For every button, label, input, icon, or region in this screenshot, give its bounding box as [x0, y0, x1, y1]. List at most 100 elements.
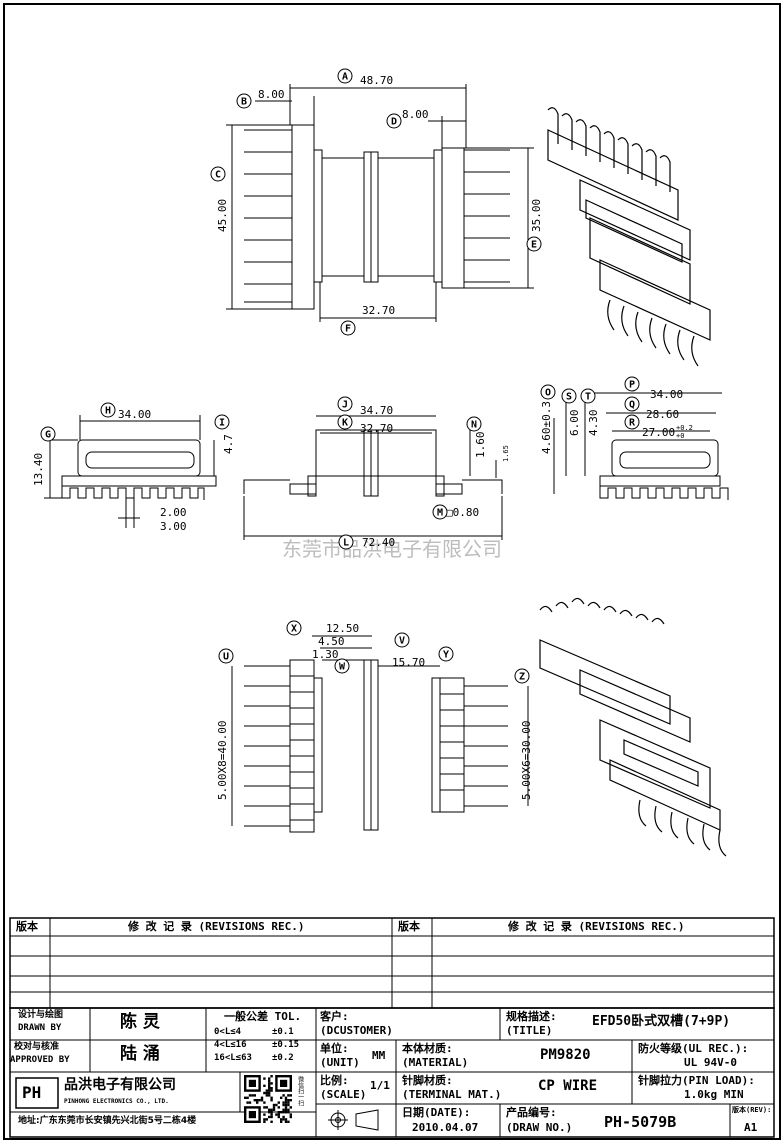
dim-L: 72.40 [362, 536, 395, 549]
callout-H: H [100, 402, 116, 418]
callout-K: K [337, 414, 353, 430]
front-view [243, 415, 555, 540]
unit-label: 单位: [320, 1042, 349, 1055]
dim-B: 8.00 [258, 88, 285, 101]
draw-no-label: 产品编号: [506, 1106, 557, 1119]
dim-P: 34.00 [650, 388, 683, 401]
svg-text:A: A [342, 72, 348, 83]
rev-label: 版本(REV): [732, 1106, 772, 1114]
svg-text:B: B [241, 97, 247, 108]
bottom-view [231, 635, 529, 833]
dim-S: 6.00 [568, 410, 581, 437]
projection-symbol-icon [328, 1109, 379, 1131]
qr-code-icon [244, 1075, 292, 1123]
dim-K: 32.70 [360, 422, 393, 435]
svg-text:F: F [345, 324, 351, 335]
side-view [44, 415, 217, 528]
top-view-pins-right [464, 149, 510, 283]
callout-F: F [340, 320, 356, 336]
company-logo: PH [15, 1077, 59, 1109]
callout-D: D [386, 113, 402, 129]
dim-J: 34.70 [360, 404, 393, 417]
terminal-label-en: (TERMINAL MAT.) [402, 1088, 502, 1101]
terminal-value: CP WIRE [538, 1078, 598, 1094]
svg-text:Y: Y [443, 650, 449, 661]
company-name-en: PINHONG ELECTRONICS CO., LTD. [64, 1098, 169, 1105]
callout-V: V [394, 632, 410, 648]
rev-header-1: 版本 [16, 920, 38, 933]
callout-B: B [236, 93, 252, 109]
tol-value-2: ±0.15 [272, 1040, 300, 1050]
dimension-labels: 48.70 8.00 8.00 45.00 35.00 32.70 34.00 … [32, 74, 693, 800]
svg-text:M: M [437, 508, 443, 519]
approved-by-label-cn: 校对与核准 [14, 1042, 60, 1052]
svg-text:Z: Z [519, 672, 525, 683]
dim-I: 4.7 [222, 434, 235, 454]
callout-L: L [338, 534, 354, 550]
qr-caption: 微信扫一扫 [296, 1076, 304, 1106]
tol-value-3: ±0.2 [272, 1053, 294, 1063]
date-value: 2010.04.07 [412, 1121, 479, 1134]
callout-Q: Q [624, 396, 640, 412]
date-label: 日期(DATE): [402, 1106, 471, 1119]
svg-text:O: O [545, 388, 551, 399]
rev-header-2: 修 改 记 录 (REVISIONS REC.) [128, 920, 305, 933]
dim-R-tol-plus: +0.2 [676, 424, 693, 432]
dim-R-tol-minus: +0 [676, 432, 684, 440]
watermark: 东莞市品洪电子有限公司 [282, 537, 502, 561]
isometric-view-bottom [539, 597, 727, 857]
draw-no-label-en: (DRAW NO.) [506, 1121, 573, 1134]
terminal-label: 针脚材质: [402, 1074, 453, 1087]
callout-G: G [40, 426, 56, 442]
svg-text:W: W [339, 662, 346, 673]
customer-label-en: (DCUSTOMER) [320, 1024, 393, 1037]
svg-text:U: U [223, 652, 229, 663]
dim-pin-pitch: 3.00 [160, 520, 187, 533]
company-address: 地址:广东东莞市长安镇先兴北街5号二栋4楼 [18, 1116, 197, 1126]
svg-text:P: P [629, 380, 635, 391]
tol-range-2: 4<L≤16 [214, 1040, 247, 1050]
scale-value: 1/1 [370, 1079, 390, 1092]
approved-by-label-en: APPROVED BY [10, 1055, 70, 1065]
title-value: EFD50卧式双槽(7+9P) [592, 1014, 731, 1029]
svg-text:V: V [399, 636, 405, 647]
callout-E: E [526, 236, 542, 252]
svg-text:R: R [629, 418, 636, 429]
svg-text:H: H [105, 406, 111, 417]
dim-E: 35.00 [530, 199, 543, 232]
rev-value: A1 [744, 1121, 758, 1134]
svg-text:N: N [471, 420, 477, 431]
tol-range-3: 16<L≤63 [214, 1053, 252, 1063]
scale-label: 比例: [320, 1074, 349, 1087]
dim-T: 4.30 [587, 410, 600, 437]
dim-W: 1.30 [312, 648, 339, 661]
dim-D: 8.00 [402, 108, 429, 121]
callout-J: J [337, 396, 353, 412]
material-label-en: (MATERIAL) [402, 1056, 469, 1069]
callout-S: S [561, 388, 577, 404]
svg-text:C: C [215, 170, 221, 181]
dim-A: 48.70 [360, 74, 393, 87]
callout-U: U [218, 648, 234, 664]
pinload-value: 1.0kg MIN [684, 1088, 744, 1101]
svg-text:T: T [585, 392, 591, 403]
dim-Q: 28.60 [646, 408, 679, 421]
pinload-label: 针脚拉力(PIN LOAD): [638, 1074, 755, 1087]
customer-label: 客户: [320, 1010, 349, 1023]
callout-T: T [580, 388, 596, 404]
material-label: 本体材质: [402, 1042, 453, 1055]
callout-C: C [210, 166, 226, 182]
draw-no-value: PH-5079B [604, 1113, 677, 1131]
dim-O: 4.60±0.3 [540, 401, 553, 454]
dim-M: □0.80 [446, 506, 479, 519]
ul-label: 防火等级(UL REC.): [638, 1042, 749, 1055]
svg-text:I: I [219, 418, 225, 429]
top-view [226, 84, 534, 322]
callout-W: W [334, 658, 350, 674]
dim-G: 13.40 [32, 453, 45, 486]
callout-I: I [214, 414, 230, 430]
sheet-border [3, 3, 781, 1140]
tol-range-1: 0<L≤4 [214, 1027, 242, 1037]
